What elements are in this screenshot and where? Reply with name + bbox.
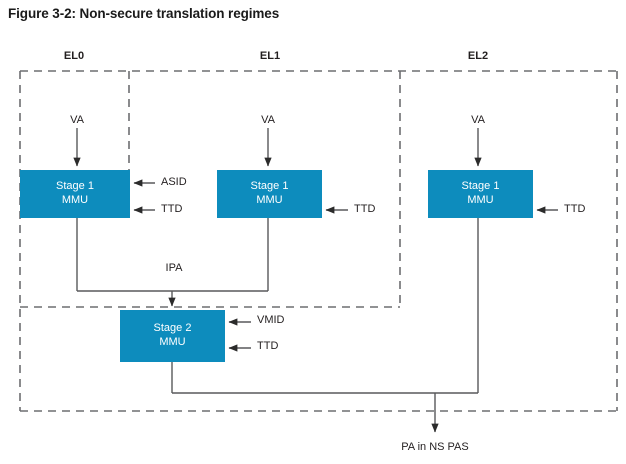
el0-stage1-mmu-line2: MMU <box>61 194 89 206</box>
el0-ttd-label: TTD <box>161 203 183 215</box>
el2-ttd-label: TTD <box>564 203 586 215</box>
el0-stage1-mmu-box[interactable]: Stage 1 MMU <box>20 170 130 218</box>
stage2-vmid-label: VMID <box>257 314 285 326</box>
el-label-el0: EL0 <box>63 50 85 62</box>
el2-stage1-mmu-line2: MMU <box>467 194 494 206</box>
el-label-el2: EL2 <box>467 50 489 62</box>
stage2-mmu-line2: MMU <box>159 336 186 348</box>
el1-stage1-mmu-line2: MMU <box>256 194 283 206</box>
stage2-ttd-label: TTD <box>257 340 279 352</box>
ipa-label: IPA <box>165 262 183 274</box>
el1-stage1-mmu-box[interactable]: Stage 1 MMU <box>217 170 322 218</box>
el0-stage1-mmu-line1: Stage 1 <box>56 180 94 193</box>
el2-va-label: VA <box>471 114 485 126</box>
el0-va-label: VA <box>70 114 84 126</box>
el-label-el1: EL1 <box>259 50 281 62</box>
el1-stage1-mmu-line1: Stage 1 <box>250 180 289 193</box>
figure-title: Figure 3-2: Non-secure translation regim… <box>8 6 280 21</box>
el2-stage1-mmu-line1: Stage 1 <box>461 180 500 193</box>
stage2-mmu-box[interactable]: Stage 2 MMU <box>120 310 225 362</box>
stage2-mmu-line1: Stage 2 <box>153 322 192 335</box>
el0-asid-label: ASID <box>161 176 187 188</box>
el1-ttd-label: TTD <box>354 203 376 215</box>
pa-output-label: PA in NS PAS <box>401 441 469 453</box>
el1-va-label: VA <box>261 114 275 126</box>
el2-stage1-mmu-box[interactable]: Stage 1 MMU <box>428 170 533 218</box>
